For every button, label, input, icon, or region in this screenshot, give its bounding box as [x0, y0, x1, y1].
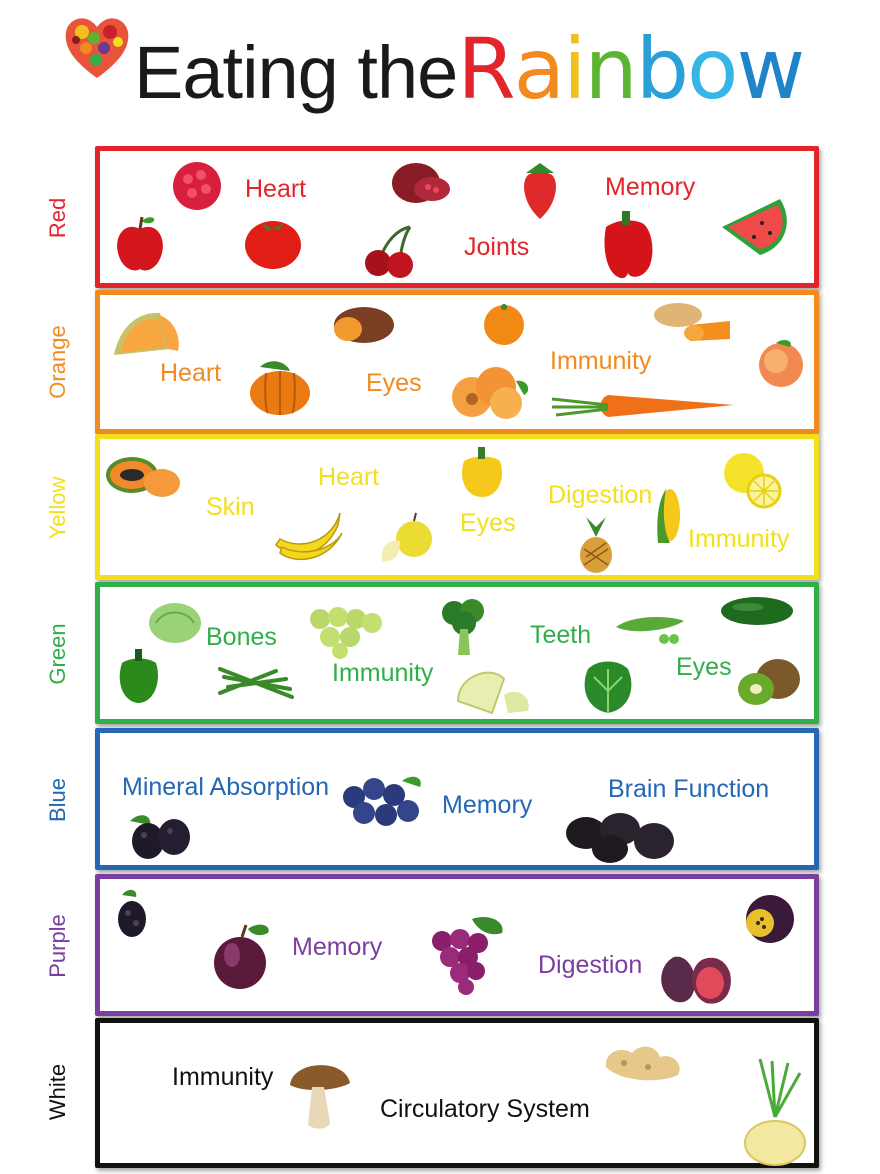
honeydew-icon — [456, 671, 529, 715]
benefit-text: Mineral Absorption — [122, 773, 330, 801]
benefit-text: Teeth — [530, 621, 592, 649]
benefit-text: Bones — [206, 623, 277, 651]
title-rainbow-letter: w — [736, 20, 805, 118]
kiwi-icon — [738, 659, 800, 705]
benefit-text: Immunity — [332, 659, 434, 687]
blackberry-icon — [118, 889, 146, 937]
title-rainbow: Rainbow — [457, 20, 805, 118]
green-grapes-icon — [310, 607, 382, 659]
benefit-text: Memory — [442, 791, 533, 819]
band-yellow: Skin Heart Eyes Digestion Immunity — [95, 434, 819, 580]
title-rainbow-letter: n — [584, 20, 637, 118]
title-rainbow-letter: o — [687, 20, 738, 118]
carrot-icon — [551, 395, 734, 417]
cucumber-icon — [721, 597, 793, 625]
red-pepper-icon — [604, 211, 653, 279]
benefit-text: Eyes — [460, 509, 516, 537]
band-blue: Mineral Absorption Memory Brain Function — [95, 728, 819, 870]
benefit-text: Heart — [245, 175, 307, 203]
blackberries-icon — [130, 815, 190, 859]
benefit-text: Circulatory System — [380, 1095, 590, 1123]
passion-fruit-icon — [746, 895, 794, 943]
page-title: Eating theRainbow — [134, 20, 805, 118]
prunes-icon — [566, 813, 674, 863]
peach-icon — [759, 340, 803, 387]
cherries-icon — [365, 225, 413, 278]
benefit-text: Digestion — [548, 481, 653, 509]
mushroom-icon — [290, 1065, 350, 1129]
apple-icon — [117, 216, 163, 271]
title-rainbow-letter: i — [563, 20, 586, 118]
broccoli-icon — [442, 599, 484, 655]
pomegranate-icon — [392, 163, 450, 203]
band-red: Heart Memory Joints — [95, 146, 819, 288]
apricots-icon — [452, 367, 529, 419]
band-label-purple: Purple — [45, 914, 70, 978]
ginger-icon — [605, 1046, 680, 1081]
blueberries-icon — [343, 776, 421, 826]
strawberry-icon — [524, 163, 556, 219]
benefit-text: Digestion — [538, 951, 643, 979]
green-pepper-icon — [119, 649, 158, 703]
benefit-text: Immunity — [172, 1063, 274, 1091]
header: Eating theRainbow — [0, 0, 880, 140]
plum-icon — [214, 924, 269, 989]
benefit-text: Immunity — [550, 347, 652, 375]
sweet-potato-icon — [334, 307, 394, 343]
green-beans-icon — [218, 667, 294, 699]
tomato-icon — [245, 221, 301, 269]
yellow-pepper-icon — [462, 447, 502, 497]
orange-icon — [484, 304, 524, 345]
banana-icon — [275, 512, 343, 561]
benefit-text: Heart — [160, 359, 222, 387]
benefit-text: Memory — [292, 933, 383, 961]
band-label-orange: Orange — [45, 325, 70, 399]
fig-icon — [661, 956, 731, 1004]
benefit-text: Heart — [318, 463, 380, 491]
benefit-text: Memory — [605, 173, 696, 201]
title-main: Eating the — [134, 31, 458, 114]
benefit-text: Joints — [464, 233, 530, 261]
peas-icon — [616, 617, 684, 644]
cantaloupe-icon — [114, 312, 179, 355]
band-purple: Memory Digestion — [95, 874, 819, 1016]
band-label-yellow: Yellow — [45, 476, 70, 540]
pumpkin-icon — [250, 361, 310, 415]
benefit-text: Immunity — [688, 525, 790, 553]
butternut-squash-icon — [654, 303, 730, 341]
raspberry-icon — [173, 162, 221, 210]
benefit-text: Skin — [206, 493, 255, 521]
band-label-blue: Blue — [45, 777, 70, 823]
fruit-heart-icon — [65, 18, 129, 78]
benefit-text: Brain Function — [608, 775, 770, 803]
grapes-icon — [432, 916, 503, 995]
band-white: Immunity Circulatory System — [95, 1018, 819, 1168]
title-rainbow-letter: R — [457, 20, 515, 118]
watermelon-icon — [722, 199, 787, 255]
band-orange: Heart Eyes Immunity — [95, 290, 819, 434]
grapefruit-icon — [724, 453, 782, 509]
title-rainbow-letter: a — [513, 20, 566, 118]
title-rainbow-letter: b — [635, 20, 689, 118]
cabbage-icon — [149, 603, 201, 643]
corn-icon — [657, 489, 680, 543]
band-green: Bones Immunity Teeth Eyes — [95, 582, 819, 724]
yellow-apple-icon — [381, 512, 432, 562]
band-label-red: Red — [45, 197, 70, 239]
benefit-text: Eyes — [366, 369, 422, 397]
lettuce-icon — [584, 661, 632, 713]
band-label-green: Green — [45, 623, 70, 685]
papaya-icon — [106, 457, 180, 497]
pineapple-icon — [580, 517, 612, 573]
onion-icon — [744, 1058, 806, 1166]
benefit-text: Eyes — [676, 653, 732, 681]
band-label-white: White — [45, 1063, 70, 1121]
